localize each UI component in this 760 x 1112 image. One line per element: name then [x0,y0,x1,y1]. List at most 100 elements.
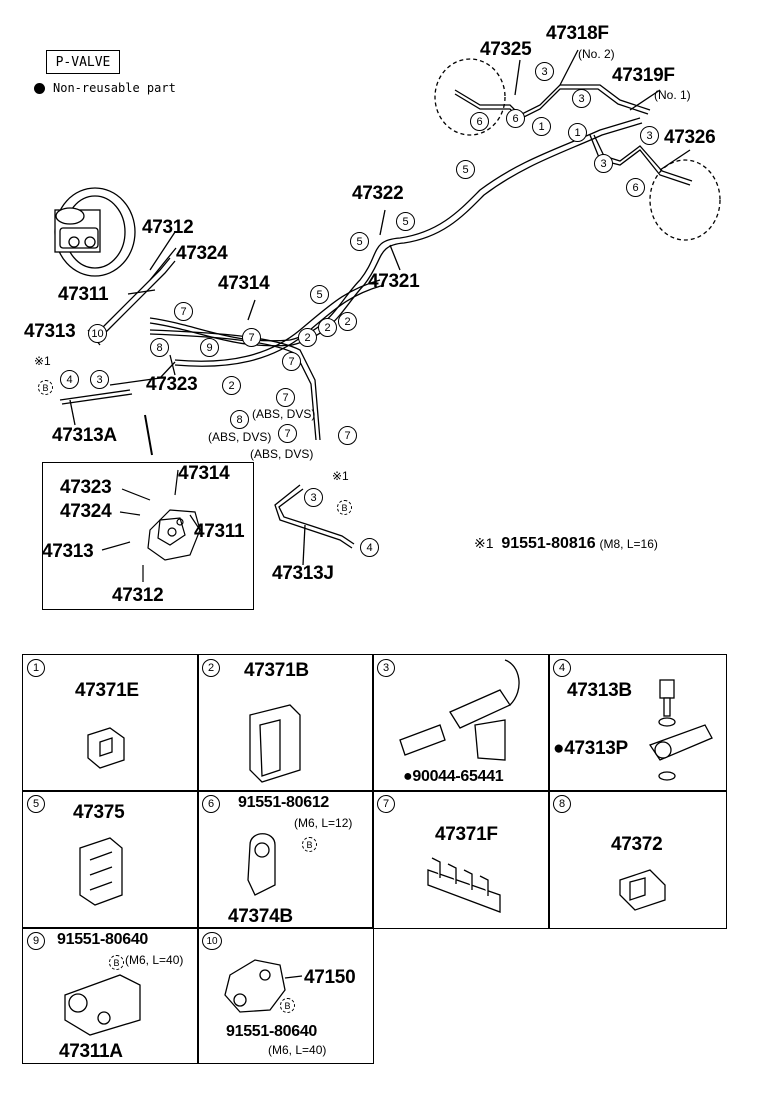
label-47318f-note: (No. 2) [578,47,615,61]
label-47322: 47322 [352,183,404,204]
part-47371e: 47371E [75,680,139,701]
footnote-spec: (M8, L=16) [599,537,658,551]
grid-cell-number: 9 [27,932,45,950]
callout-8: 8 [230,410,249,429]
grid-cell-number: 10 [202,932,222,950]
grid-cell-5: 5 47375 [22,790,199,929]
bolt-marker-b: B [109,955,124,970]
callout-5: 5 [456,160,475,179]
callout-3: 3 [90,370,109,389]
bolt-spec-m6-l12: (M6, L=12) [294,816,353,830]
part-47371b: 47371B [244,660,309,681]
part-47372: 47372 [611,834,663,855]
grid-cell-number: 3 [377,659,395,677]
part-47313p: ●47313P [553,738,628,759]
bolt-91551-80640: 91551-80640 [226,1023,318,1040]
part-90044-65441-number: 90044-65441 [412,768,504,785]
callout-4: 4 [360,538,379,557]
inset-label-47324: 47324 [60,501,112,522]
callout-2: 2 [318,318,337,337]
bolt-marker-b: B [38,380,53,395]
brake-booster-drawing [54,187,136,277]
grid-cell-7: 7 47371F [372,790,550,929]
footnote-mark-2: ※1 [332,469,349,483]
pvalve-inset-drawing [101,469,201,582]
callout-5: 5 [396,212,415,231]
inset-label-47314: 47314 [178,463,230,484]
bolt-marker-b: B [280,998,295,1013]
part-47150: 47150 [304,967,356,988]
label-47319f-note: (No. 1) [654,88,691,102]
callout-7: 7 [174,302,193,321]
label-47312: 47312 [142,217,194,238]
abs-dvs-note-3: (ABS, DVS) [250,447,314,461]
grid-cell-number: 1 [27,659,45,677]
label-47311: 47311 [58,284,109,305]
grid-cell-1: 1 47371E [22,654,199,792]
part-90044-65441: ●90044-65441 [403,768,504,785]
grid-cell-number: 6 [202,795,220,813]
callout-3: 3 [535,62,554,81]
grid-cell-3: 3 ●90044-65441 [372,654,550,792]
callout-8: 8 [150,338,169,357]
bolt-marker-b: B [337,500,352,515]
non-reusable-legend: Non-reusable part [34,81,176,95]
footnote-mark-1: ※1 [34,354,51,368]
callout-5: 5 [310,285,329,304]
grid-cell-number: 2 [202,659,220,677]
callout-7: 7 [242,328,261,347]
callout-2: 2 [222,376,241,395]
parts-grid: 1 47371E 2 47371B 3 ●90044-65441 4 47313… [22,654,727,1064]
non-reusable-text: Non-reusable part [53,81,176,95]
inset-label-47323: 47323 [60,477,112,498]
inset-label-47313: 47313 [42,541,94,562]
bolt-91551-80612: 91551-80612 [238,794,330,811]
grid-cell-number: 8 [553,795,571,813]
inset-label-47312: 47312 [112,585,164,606]
label-47319f: 47319F [612,65,675,86]
bolt-91551-80640: 91551-80640 [57,931,149,948]
bolt-spec-m6-l40: (M6, L=40) [125,953,184,967]
grid-cell-2: 2 47371B [197,654,374,792]
callout-9: 9 [200,338,219,357]
grid-cell-number: 4 [553,659,571,677]
callout-10: 10 [88,324,107,343]
label-47323: 47323 [146,374,198,395]
callout-7: 7 [338,426,357,445]
callout-5: 5 [350,232,369,251]
grid-cell-number: 5 [27,795,45,813]
footnote-marker: ※1 [474,535,494,551]
non-reusable-dot-icon [34,82,45,94]
callout-3: 3 [304,488,323,507]
inset-label-47311: 47311 [194,521,245,542]
callout-6: 6 [506,109,525,128]
part-47375: 47375 [73,802,125,823]
part-47313b: 47313B [567,680,632,701]
bolt-spec-m6-l40: (M6, L=40) [268,1043,327,1057]
pvalve-inset-frame [42,462,254,610]
grid-cell-4: 4 47313B ●47313P [548,654,727,792]
callout-1: 1 [568,123,587,142]
callout-7: 7 [282,352,301,371]
callout-1: 1 [532,117,551,136]
callout-3: 3 [640,126,659,145]
callout-3: 3 [594,154,613,173]
pvalve-legend-box: P-VALVE [46,50,120,74]
label-47313: 47313 [24,321,76,342]
callout-6: 6 [626,178,645,197]
part-47371f: 47371F [435,824,498,845]
abs-dvs-note-1: (ABS, DVS) [252,407,316,421]
label-47326: 47326 [664,127,716,148]
label-47325: 47325 [480,39,532,60]
part-47311a: 47311A [59,1041,123,1062]
part-47313p-number: 47313P [564,738,628,759]
callout-4: 4 [60,370,79,389]
label-47318f: 47318F [546,23,609,44]
callout-6: 6 [470,112,489,131]
grid-cell-9: 9 91551-80640 B (M6, L=40) 47311A [22,927,199,1064]
grid-cell-8: 8 47372 [548,790,727,929]
grid-cell-number: 7 [377,795,395,813]
callout-2: 2 [338,312,357,331]
abs-dvs-note-2: (ABS, DVS) [208,430,272,444]
